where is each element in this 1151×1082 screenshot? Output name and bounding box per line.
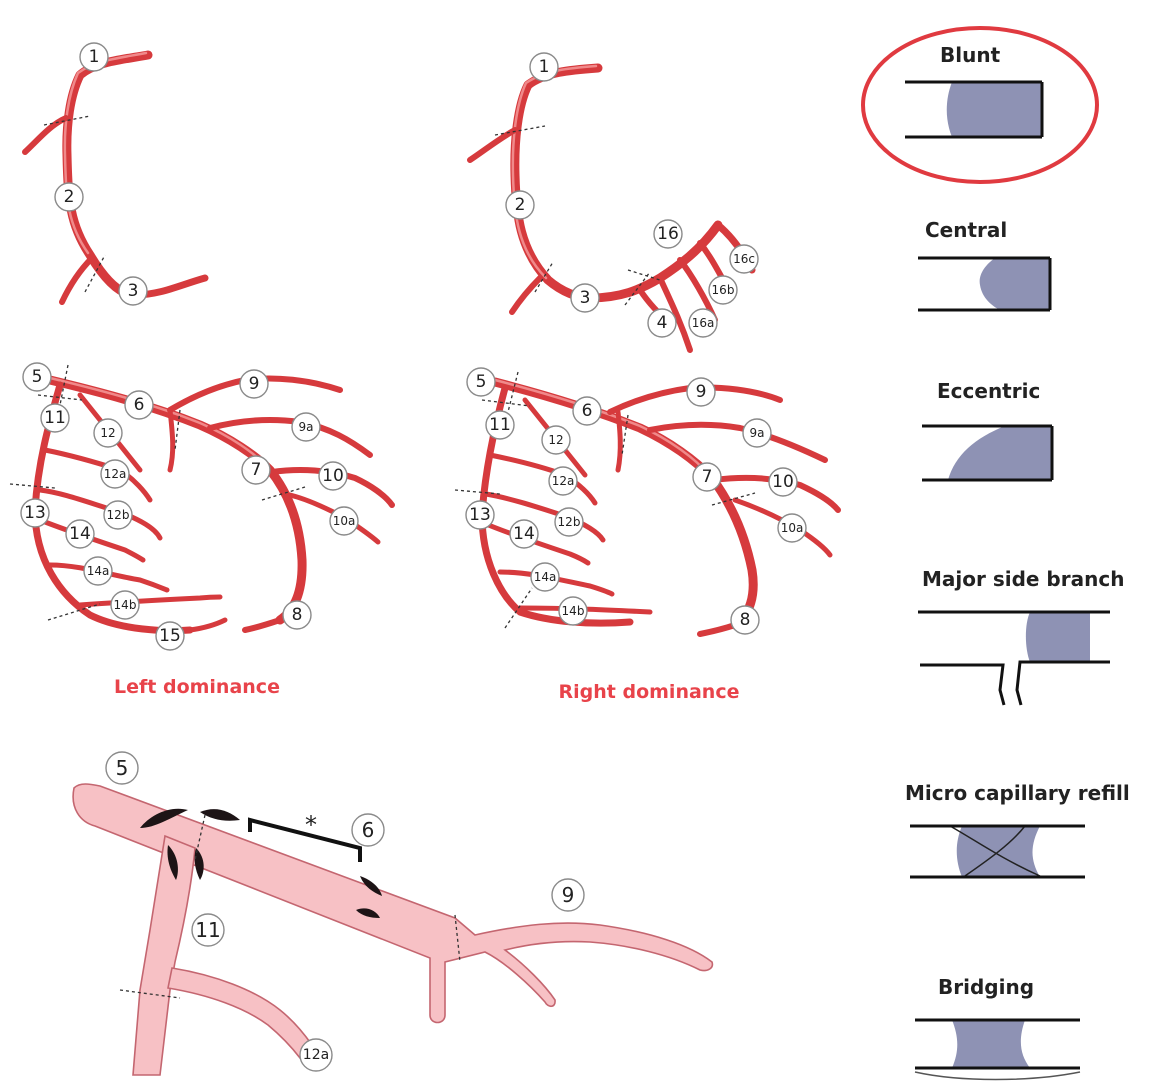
stump-bridging: Bridging bbox=[915, 975, 1080, 1080]
label-10a: 10a bbox=[781, 521, 804, 535]
label-10: 10 bbox=[322, 466, 344, 486]
label-9: 9 bbox=[249, 374, 260, 394]
left-lca-tree bbox=[10, 365, 392, 631]
label-9: 9 bbox=[696, 382, 707, 402]
label-16: 16 bbox=[657, 224, 679, 244]
svg-text:Central: Central bbox=[925, 218, 1007, 242]
label-7: 7 bbox=[251, 460, 262, 480]
label-13: 13 bbox=[469, 505, 491, 525]
label-1: 1 bbox=[89, 47, 100, 67]
label-12: 12 bbox=[548, 433, 563, 447]
label-12b: 12b bbox=[107, 508, 130, 522]
label-5: 5 bbox=[32, 367, 43, 387]
stump-eccentric: Eccentric bbox=[922, 379, 1052, 480]
label-16c: 16c bbox=[733, 252, 755, 266]
label-6: 6 bbox=[134, 395, 145, 415]
svg-text:Eccentric: Eccentric bbox=[937, 379, 1040, 403]
label-8: 8 bbox=[292, 605, 303, 625]
label-16a: 16a bbox=[692, 316, 715, 330]
label-7: 7 bbox=[702, 467, 713, 487]
label-2: 2 bbox=[515, 195, 526, 215]
label-4: 4 bbox=[657, 313, 668, 333]
svg-text:Major side branch: Major side branch bbox=[922, 567, 1124, 591]
label-14: 14 bbox=[69, 524, 91, 544]
label-11: 11 bbox=[44, 408, 66, 428]
label-14a: 14a bbox=[534, 570, 557, 584]
label-14b: 14b bbox=[114, 598, 137, 612]
stump-central: Central bbox=[918, 218, 1050, 310]
label-9: 9 bbox=[562, 883, 575, 907]
label-9a: 9a bbox=[299, 420, 314, 434]
label-3: 3 bbox=[128, 281, 139, 301]
label-13: 13 bbox=[24, 503, 46, 523]
left-rca-tree bbox=[25, 53, 205, 302]
label-12a: 12a bbox=[303, 1047, 329, 1063]
stump-blunt: Blunt bbox=[863, 28, 1097, 182]
label-5: 5 bbox=[116, 756, 129, 780]
svg-text:Bridging: Bridging bbox=[938, 975, 1034, 999]
svg-text:Micro capillary refill: Micro capillary refill bbox=[905, 781, 1130, 805]
label-12: 12 bbox=[100, 426, 115, 440]
label-12a: 12a bbox=[552, 474, 575, 488]
detail-vessel bbox=[73, 784, 712, 1075]
left-dominance-caption: Left dominance bbox=[114, 676, 280, 698]
left-lca-labels: 5 6 7 8 9 9a 10 10a 11 12 12a 12b 13 14 … bbox=[21, 363, 358, 650]
label-3: 3 bbox=[580, 288, 591, 308]
label-9a: 9a bbox=[750, 426, 765, 440]
label-10a: 10a bbox=[333, 514, 356, 528]
bracket-star: * bbox=[305, 811, 317, 839]
stump-major-side-branch: Major side branch bbox=[918, 567, 1124, 705]
right-lca-tree bbox=[455, 372, 838, 634]
label-12a: 12a bbox=[104, 467, 127, 481]
label-14b: 14b bbox=[562, 604, 585, 618]
label-14: 14 bbox=[513, 524, 535, 544]
label-11: 11 bbox=[195, 918, 220, 942]
stump-micro-capillary-refill: Micro capillary refill bbox=[905, 781, 1130, 877]
label-5: 5 bbox=[476, 372, 487, 392]
label-1: 1 bbox=[539, 57, 550, 77]
label-10: 10 bbox=[772, 472, 794, 492]
label-14a: 14a bbox=[87, 564, 110, 578]
label-11: 11 bbox=[489, 415, 511, 435]
label-2: 2 bbox=[64, 187, 75, 207]
label-15: 15 bbox=[159, 626, 181, 646]
right-dominance-caption: Right dominance bbox=[559, 681, 740, 703]
svg-text:Blunt: Blunt bbox=[940, 43, 1001, 67]
label-16b: 16b bbox=[712, 283, 735, 297]
label-8: 8 bbox=[740, 610, 751, 630]
label-6: 6 bbox=[362, 818, 375, 842]
label-12b: 12b bbox=[558, 515, 581, 529]
label-6: 6 bbox=[582, 401, 593, 421]
stump-types: Blunt Central Eccentric Major side branc… bbox=[863, 28, 1130, 1080]
